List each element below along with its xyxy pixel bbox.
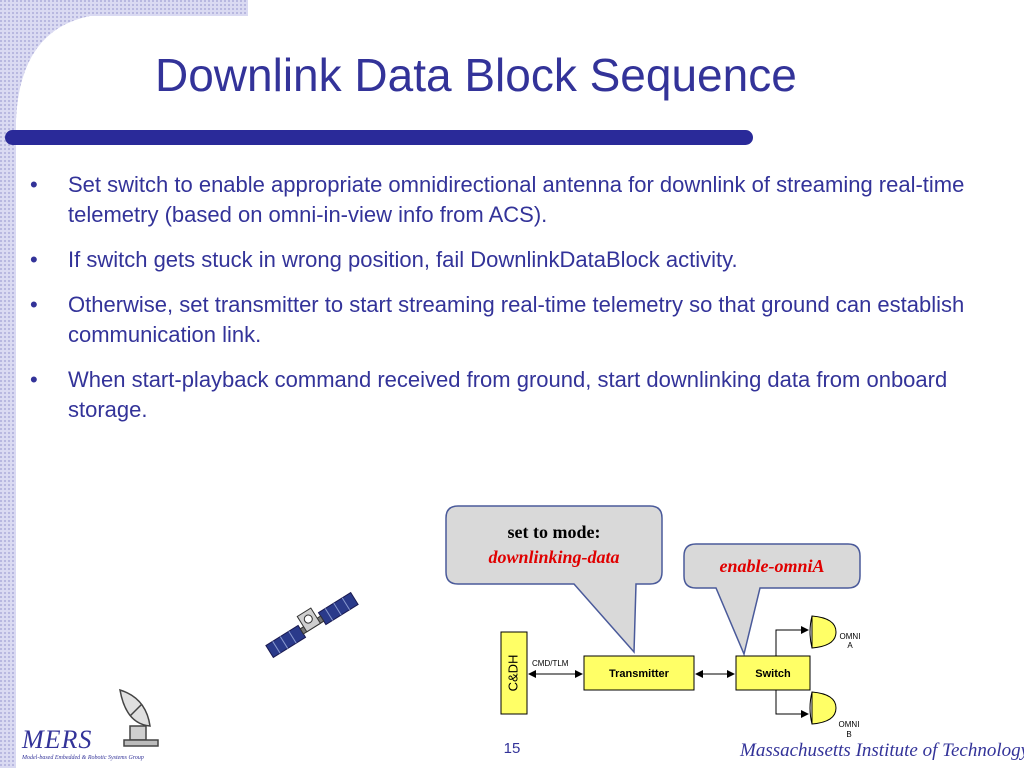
omni-a-label-line2: A	[847, 641, 853, 650]
corner-pattern	[16, 16, 90, 120]
omni-a-antenna-icon	[809, 615, 837, 649]
switch-label: Switch	[755, 668, 791, 680]
switch-omni-b-link	[775, 690, 809, 718]
mers-logo: MERS Model-based Embedded & Robotic Syst…	[22, 725, 144, 762]
cmd-tlm-label: CMD/TLM	[532, 659, 569, 668]
switch-omni-a-link	[775, 626, 809, 656]
omni-b-antenna-icon	[809, 691, 837, 725]
bullet-item: Otherwise, set transmitter to start stre…	[30, 290, 1005, 350]
mode-callout-line2: downlinking-data	[488, 547, 619, 567]
omni-a-label-line1: OMNI	[840, 632, 861, 641]
bullet-item: When start-playback command received fro…	[30, 365, 1005, 425]
mers-logo-subtitle: Model-based Embedded & Robotic Systems G…	[22, 755, 144, 761]
title-underline-bar	[5, 130, 753, 145]
bullet-item: Set switch to enable appropriate omnidir…	[30, 170, 1005, 230]
omni-callout-text: enable-omniA	[719, 556, 824, 576]
mode-callout	[445, 505, 663, 654]
cdh-box	[500, 631, 528, 715]
bullet-item: If switch gets stuck in wrong position, …	[30, 245, 1005, 275]
slide-title: Downlink Data Block Sequence	[155, 49, 797, 101]
cdh-label: C&DH	[505, 655, 520, 692]
omni-callout	[683, 543, 861, 657]
omni-b-label-line1: OMNI	[839, 720, 860, 729]
top-pattern-strip	[0, 0, 248, 16]
satellite-icon	[265, 591, 359, 659]
omni-b-label-line2: B	[846, 730, 851, 739]
switch-box	[735, 655, 811, 691]
mers-logo-text: MERS	[22, 725, 93, 754]
left-pattern-strip	[0, 0, 16, 768]
institution-name: Massachusetts Institute of Technology	[740, 740, 1024, 761]
ground-dish-icon	[119, 688, 159, 747]
transmitter-label: Transmitter	[609, 668, 670, 680]
mode-callout-line1: set to mode:	[508, 522, 601, 542]
transmitter-box	[583, 655, 695, 691]
page-number: 15	[503, 740, 521, 757]
bullet-list: Set switch to enable appropriate omnidir…	[30, 170, 1005, 440]
